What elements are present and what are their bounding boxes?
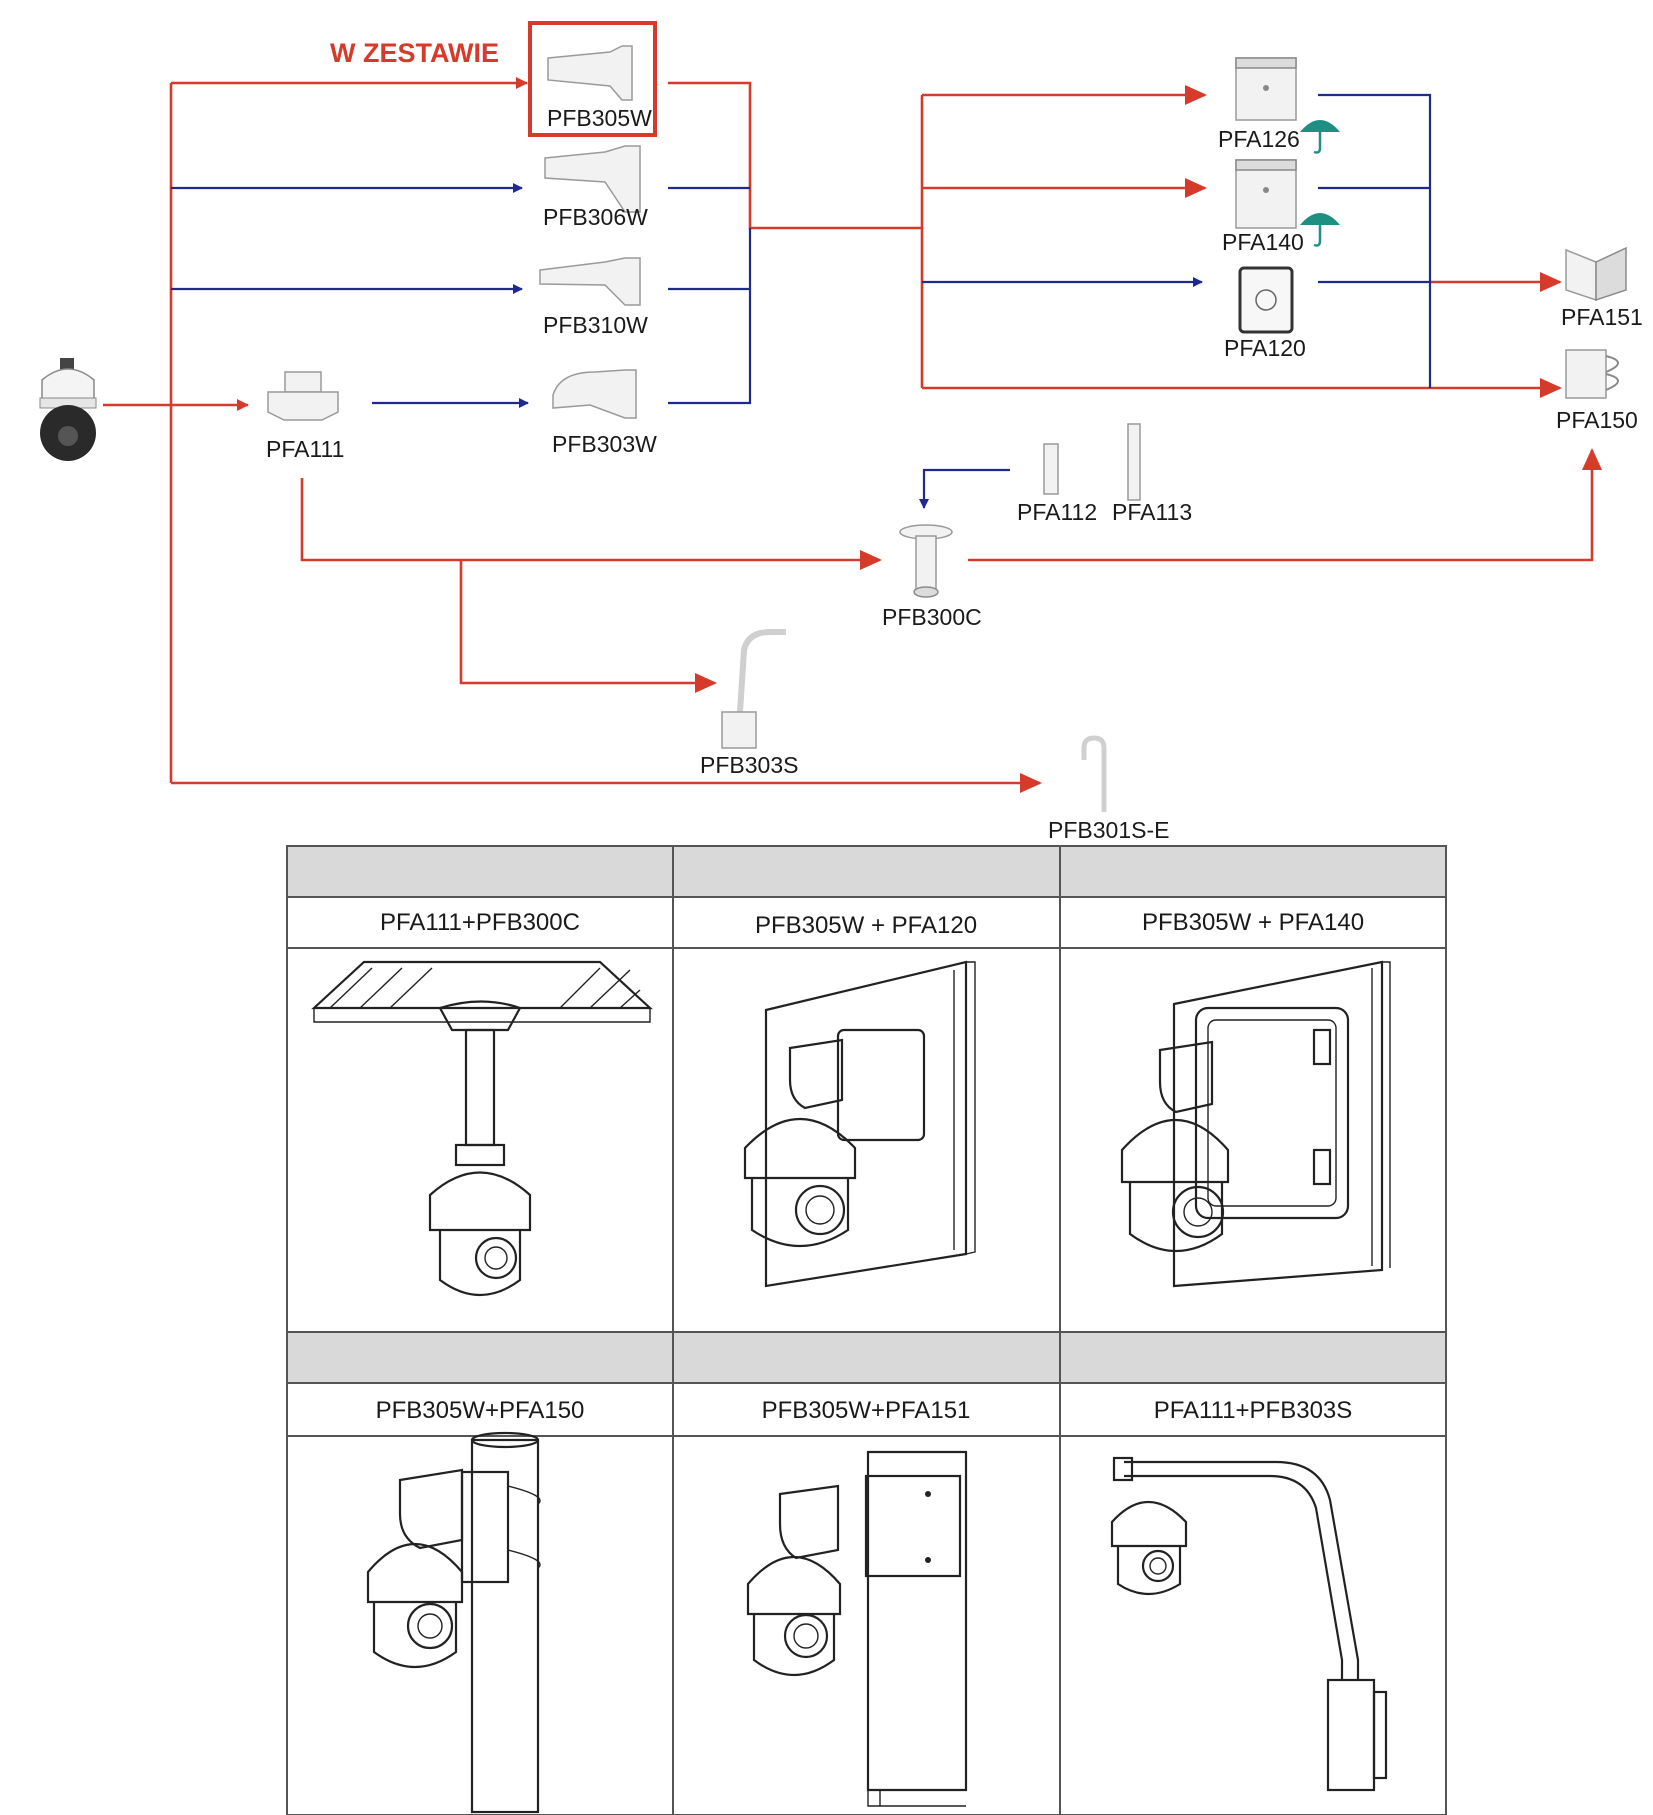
part-label-pfa126: PFA126 xyxy=(1218,126,1300,152)
part-label-pfa120: PFA120 xyxy=(1224,335,1306,361)
part-label-pfb301s-e: PFB301S-E xyxy=(1048,817,1169,843)
table-header-band xyxy=(287,1332,1446,1383)
pole-mount-pfa150-illustration xyxy=(366,1431,541,1814)
table-cell-title: PFB305W + PFA140 xyxy=(1142,909,1364,936)
table-cell-title: PFA111+PFB303S xyxy=(1154,1397,1353,1424)
table-cell-title: PFB305W+PFA150 xyxy=(376,1397,585,1424)
pfa151-icon xyxy=(1565,246,1627,302)
wall-mount-pfa140-illustration xyxy=(1120,960,1391,1288)
pfa150-icon xyxy=(1565,349,1619,399)
pfa113-icon xyxy=(1127,423,1141,501)
pfa120-icon xyxy=(1238,266,1294,334)
part-label-pfa112: PFA112 xyxy=(1017,499,1097,525)
pfb305w-icon xyxy=(547,45,633,101)
routes-blue xyxy=(171,93,1432,509)
pfb310w-icon xyxy=(539,257,641,306)
pfa126-icon xyxy=(1235,57,1297,121)
table-header-band xyxy=(287,846,1446,897)
pfa140-icon xyxy=(1235,159,1297,229)
part-label-pfb305w: PFB305W xyxy=(547,105,652,131)
part-label-pfb310w: PFB310W xyxy=(543,312,648,338)
table-cell-title: PFB305W + PFA120 xyxy=(755,912,977,939)
part-label-pfb303w: PFB303W xyxy=(552,431,657,457)
gooseneck-mount-pfb303s-illustration xyxy=(1110,1456,1388,1792)
part-label-pfb303s: PFB303S xyxy=(700,752,798,778)
part-label-pfa111: PFA111 xyxy=(266,436,344,462)
pfb303w-icon xyxy=(552,369,637,419)
umbrella-icon xyxy=(1300,120,1340,154)
table-cell-title: PFB305W+PFA151 xyxy=(762,1397,971,1424)
routes-red xyxy=(103,77,1602,793)
ptz-camera-icon xyxy=(39,358,97,461)
part-label-pfa140: PFA140 xyxy=(1222,229,1304,255)
pfb301s-e-icon xyxy=(1081,735,1107,812)
table-cell-title: PFA111+PFB300C xyxy=(380,909,580,936)
part-label-pfa151: PFA151 xyxy=(1561,304,1643,330)
combination-table: PFA111+PFB300C PFB305W + PFA120 PFB305W … xyxy=(286,845,1447,1815)
kit-highlight-box xyxy=(528,21,657,137)
pfb303s-icon xyxy=(721,629,786,749)
ceiling-mount-illustration xyxy=(311,960,653,1297)
part-label-pfb306w: PFB306W xyxy=(543,204,648,230)
part-label-pfa150: PFA150 xyxy=(1556,407,1638,433)
umbrella-icon xyxy=(1300,213,1340,247)
pfa111-icon xyxy=(267,371,339,421)
part-label-pfb300c: PFB300C xyxy=(882,604,982,630)
part-label-pfa113: PFA113 xyxy=(1112,499,1192,525)
pfb300c-icon xyxy=(899,524,953,598)
corner-mount-pfa151-illustration xyxy=(746,1450,968,1807)
pfb306w-icon xyxy=(544,145,641,213)
kit-label: W ZESTAWIE xyxy=(330,38,499,68)
pfa112-icon xyxy=(1043,443,1059,495)
wall-mount-pfa120-illustration xyxy=(743,960,976,1288)
